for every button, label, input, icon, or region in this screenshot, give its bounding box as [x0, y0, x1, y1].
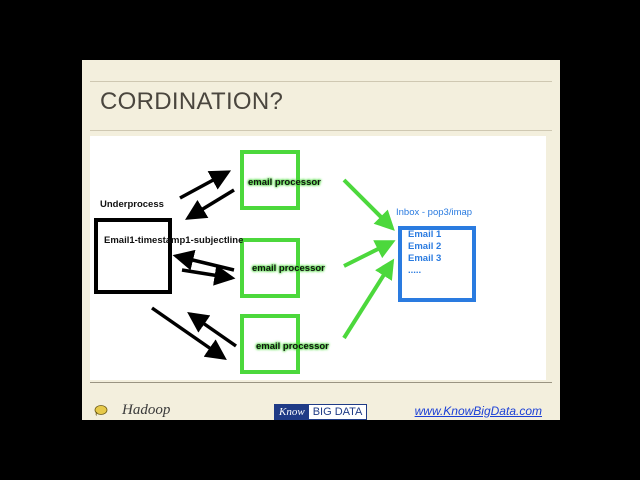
slide: CORDINATION?	[82, 60, 560, 420]
arrow-from-processor-2	[172, 249, 235, 272]
inbox-title: Inbox - pop3/imap	[396, 207, 473, 218]
arrow-from-processor-1	[185, 188, 235, 220]
logo-bigdata: BIG DATA	[308, 405, 367, 419]
email-processor-box-3	[240, 314, 300, 374]
email-processor-label-3: email processor	[256, 341, 329, 352]
arrow-processor-2-to-inbox	[343, 240, 396, 268]
diagram-canvas	[94, 150, 476, 374]
footer-hadoop-text: Hadoop	[122, 402, 171, 418]
footer-divider	[90, 382, 552, 383]
inbox-item-1: Email 1	[408, 229, 442, 240]
slide-title: CORDINATION?	[100, 88, 284, 115]
arrow-to-processor-1	[179, 170, 232, 200]
title-divider	[90, 130, 552, 131]
arrow-from-processor-3	[187, 312, 237, 348]
email-processor-box-2	[240, 238, 300, 298]
arrow-processor-3-to-inbox	[342, 258, 395, 340]
inbox-item-3: Email 3	[408, 253, 442, 264]
footer-url-link[interactable]: www.KnowBigData.com	[414, 404, 542, 418]
inbox-item-2: Email 2	[408, 241, 442, 252]
arrow-to-processor-3	[151, 306, 227, 360]
underprocess-item-label: Email1-timestamp1-subjectline	[104, 235, 244, 246]
underprocess-box	[94, 218, 172, 294]
underprocess-label: Underprocess	[100, 199, 164, 210]
email-processor-label-1: email processor	[248, 177, 321, 188]
arrow-to-processor-2	[181, 264, 236, 286]
hadoop-elephant-icon	[94, 405, 108, 416]
email-processor-box-1	[240, 150, 300, 210]
diagram: Underprocess Email1-timestamp1-subjectli…	[90, 136, 546, 380]
email-processor-label-2: email processor	[252, 263, 325, 274]
logo-know: Know	[275, 405, 309, 419]
top-divider	[90, 81, 552, 82]
knowbigdata-logo: Know BIG DATA	[274, 404, 368, 420]
inbox-box	[398, 226, 476, 302]
inbox-item-4: .....	[408, 265, 422, 276]
arrow-processor-1-to-inbox	[342, 178, 395, 231]
